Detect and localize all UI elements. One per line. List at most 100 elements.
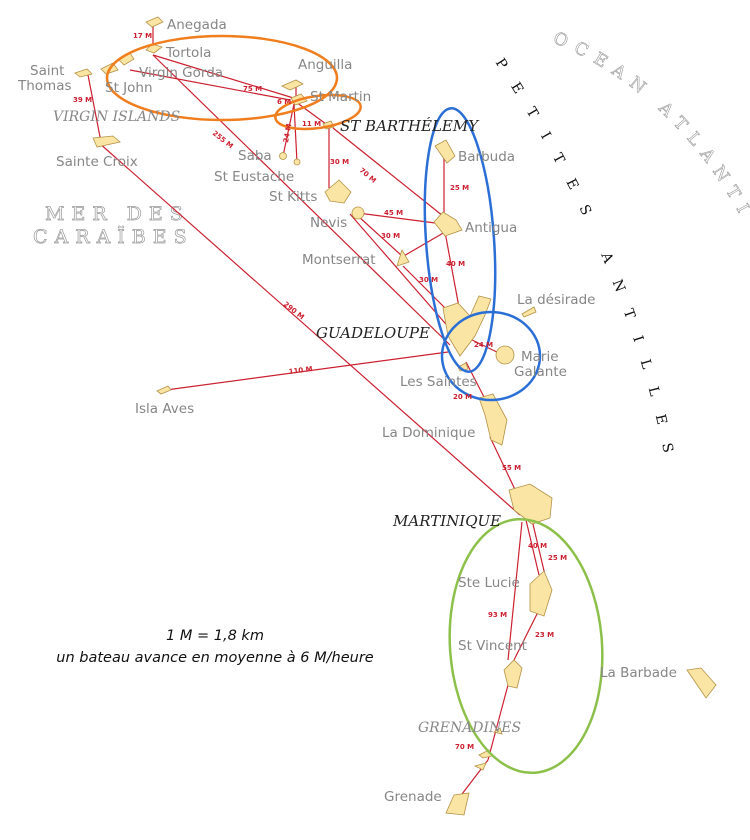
legend-scale: 1 M = 1,8 km [166,628,264,644]
island-la-desirade [521,306,537,318]
marie-galante-ring [440,310,542,402]
route-nevis-montserrat [357,215,403,257]
distance-label: 6 M [277,98,291,106]
virgin-islands-ring [105,34,339,122]
place-anguilla: Anguilla [298,57,352,73]
distance-label: 110 M [288,365,313,376]
st-barthelemy-ring [274,93,362,131]
place-st-martin: St Martin [310,89,371,105]
martinique-label: MARTINIQUE [392,512,501,530]
place-nevis: Nevis [310,215,347,231]
island-st-vincent [503,659,523,689]
place-saba: Saba [238,148,272,164]
island-anegada [145,16,164,28]
place-sainte-croix: Sainte Croix [56,154,138,170]
place-la-barbade: La Barbade [600,665,677,681]
distance-label: 93 M [488,611,507,619]
distance-label: 45 M [384,209,403,217]
route-croix-martinique [97,141,521,516]
distance-label: 20 M [453,393,472,401]
place-montserrat: Montserrat [302,252,376,268]
distance-label: 55 M [502,464,521,472]
route-thomas-croix [87,74,102,143]
petites-antilles-label: PETITES ANTILLES [492,56,680,473]
place-st-eustache: St Eustache [214,169,294,185]
place-isla-aves: Isla Aves [135,401,194,417]
route-martinique-stelucie-2 [531,519,546,576]
island-la-barbade [686,667,717,699]
guadeloupe-label: GUADELOUPE [316,324,430,342]
distance-label: 70 M [358,166,378,184]
distance-label: 290 M [282,300,306,321]
st-barthelemy-label: ST BARTHÉLEMY [340,117,480,135]
route-martinique-stvincent [507,521,523,661]
place-antigua: Antigua [465,220,517,236]
place-barbuda: Barbuda [458,149,515,165]
caribbean-sea-line1: MER DES [45,203,190,225]
route-stmartin-steustache [293,103,298,163]
distance-label: 24 M [474,341,493,349]
route-saintes-dominique [465,361,485,398]
distance-label: 39 M [73,96,92,104]
distance-label: 30 M [381,232,400,240]
distance-label: 24 M [282,123,293,143]
island-ste-lucie [529,570,553,617]
island-st-kitts [324,179,352,204]
island-sainte-croix [92,135,121,148]
grenadines-label: GRENADINES [418,720,521,736]
route-nevis-guadeloupe [349,213,459,339]
distance-label: 25 M [450,184,469,192]
place-marie-galante-line1: Marie [521,349,559,365]
petites-antilles-text: PETITES ANTILLES [492,56,661,473]
route-martinique-stelucie [525,519,540,576]
island-grenadines-3 [493,727,503,735]
island-saint-thomas [74,68,93,78]
place-labels: Anegada Tortola Virgin Gorda Saint Thoma… [17,17,677,805]
island-martinique [508,483,553,525]
distance-label: 30 M [330,158,349,166]
island-guadeloupe [442,295,492,357]
martinique-grenadines-ring [448,517,604,775]
route-stjohn-stmartin [129,69,291,101]
place-st-john: St John [105,80,153,96]
route-stmartin-saba [282,103,295,157]
route-virgin-guadeloupe [152,54,451,346]
legend-speed: un bateau avance en moyenne à 6 M/heure [56,650,374,666]
distance-label: 70 M [455,743,474,751]
route-stmartin-stbarth [295,101,327,125]
island-isla-aves [156,385,172,395]
distance-label: 25 M [548,554,567,562]
route-antigua-montserrat [401,231,446,258]
place-anegada: Anegada [167,17,227,33]
place-grenade: Grenade [384,789,442,805]
route-virgin-stmartin [152,54,301,101]
place-saint-thomas-line2: Thomas [17,78,72,94]
place-ste-lucie: Ste Lucie [458,575,520,591]
island-saba [279,152,287,160]
island-grenade [445,792,470,816]
island-montserrat [396,249,410,267]
place-tortola: Tortola [165,45,211,61]
distance-label: 17 M [133,32,152,40]
distance-label: 40 M [446,260,465,268]
island-la-dominique [478,393,508,446]
route-stelucie-stvincent [513,611,539,661]
distance-label: 75 M [243,85,262,93]
place-saint-thomas-line1: Saint [30,63,64,79]
route-nevis-antigua [357,212,444,225]
place-virgin-gorda: Virgin Gorda [139,65,223,81]
island-marie-galante [495,345,515,365]
caribbean-sea-label: MER DES CARAÏBES [33,203,190,249]
distance-label: 30 M [419,276,438,284]
islands [74,16,717,816]
island-nevis [351,206,365,220]
distance-label: 11 M [302,120,321,128]
island-barbuda [434,139,456,164]
island-st-eustache [293,158,301,166]
group-labels: VIRGIN ISLANDS ST BARTHÉLEMY GUADELOUPE … [53,109,521,736]
island-antigua [433,211,463,237]
distance-label: 23 M [535,631,554,639]
virgin-islands-label: VIRGIN ISLANDS [53,109,180,125]
distance-label: 40 M [528,542,547,550]
